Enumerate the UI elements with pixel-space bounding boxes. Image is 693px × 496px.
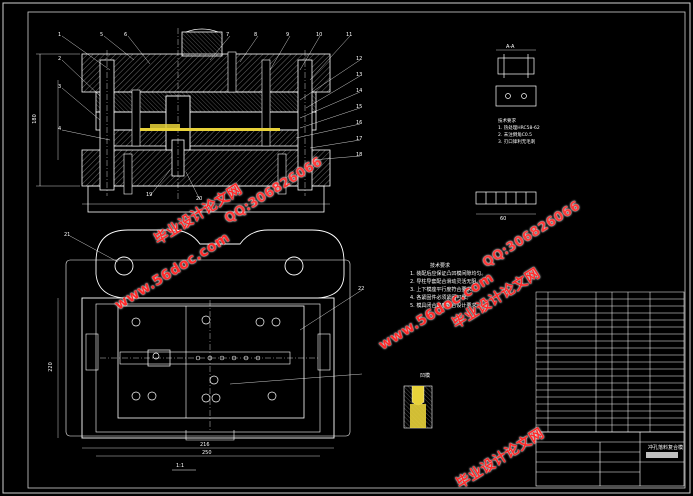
title-block-name: 冲孔落料复合模: [648, 445, 684, 451]
callout-number: 6: [124, 32, 128, 38]
part-detail-label: 凹模: [420, 373, 431, 379]
callout-number: 4: [58, 126, 62, 132]
callout-number: 12: [356, 56, 363, 62]
tech-req-title: 技术要求: [430, 263, 451, 269]
callout-number: 1: [58, 32, 62, 38]
callout-number: 21: [64, 232, 71, 238]
callout-number: 13: [356, 72, 363, 78]
strip-detail: [475, 191, 537, 215]
punch-detail: [403, 385, 433, 429]
title-block: [535, 431, 685, 487]
callout-number: 19: [146, 192, 153, 198]
section-label: A-A: [506, 44, 515, 50]
callout-number: 5: [100, 32, 104, 38]
callout-number: 11: [346, 32, 353, 38]
small-note-line: 3. 刃口锋利无毛刺: [498, 140, 536, 145]
small-note-line: 2. 未注倒角C0.5: [498, 133, 533, 138]
small-notes: 技术要求 1. 热处理HRC58-62 2. 未注倒角C0.5 3. 刃口锋利无…: [498, 118, 540, 146]
callout-number: 7: [226, 32, 230, 38]
part-detail: [495, 49, 537, 107]
small-note-line: 1. 热处理HRC58-62: [498, 126, 540, 131]
callout-number: 18: [356, 152, 363, 158]
tech-req-line: 4. 各紧固件必须紧固可靠。: [410, 295, 472, 301]
callout-number: 15: [356, 104, 363, 110]
callout-number: 9: [286, 32, 290, 38]
callout-number: 16: [356, 120, 363, 126]
dim-strip-width: 60: [500, 216, 507, 222]
scale-note: 1:1: [176, 463, 185, 469]
callout-number: 3: [58, 84, 62, 90]
tech-requirements: 技术要求 1. 装配后应保证凸凹模间隙均匀。 2. 导柱导套配合滑动灵活无阻。 …: [410, 262, 486, 310]
callout-number: 14: [356, 88, 363, 94]
section-view: [36, 28, 361, 213]
dim-height-left: 180: [31, 114, 38, 124]
dim-width-main2: 250: [202, 450, 212, 456]
callout-number: 22: [358, 286, 365, 292]
callout-number: 20: [196, 196, 203, 202]
tech-req-line: 2. 导柱导套配合滑动灵活无阻。: [410, 279, 482, 285]
tech-req-line: 3. 上下模座平行度符合要求。: [410, 287, 477, 293]
callout-number: 17: [356, 136, 363, 142]
callout-number: 10: [316, 32, 323, 38]
tech-req-line: 1. 装配后应保证凸凹模间隙均匀。: [410, 271, 487, 277]
inner-border: [27, 11, 686, 489]
callout-number: 8: [254, 32, 258, 38]
callout-number: 2: [58, 56, 62, 62]
dim-height-plan: 220: [47, 362, 54, 372]
plan-view: [57, 229, 363, 471]
bom-table: [535, 291, 685, 433]
dim-width-main: 216: [200, 442, 210, 448]
tech-req-line: 5. 模具闭合高度符合设计要求。: [410, 303, 482, 309]
small-note-line: 技术要求: [498, 119, 516, 124]
